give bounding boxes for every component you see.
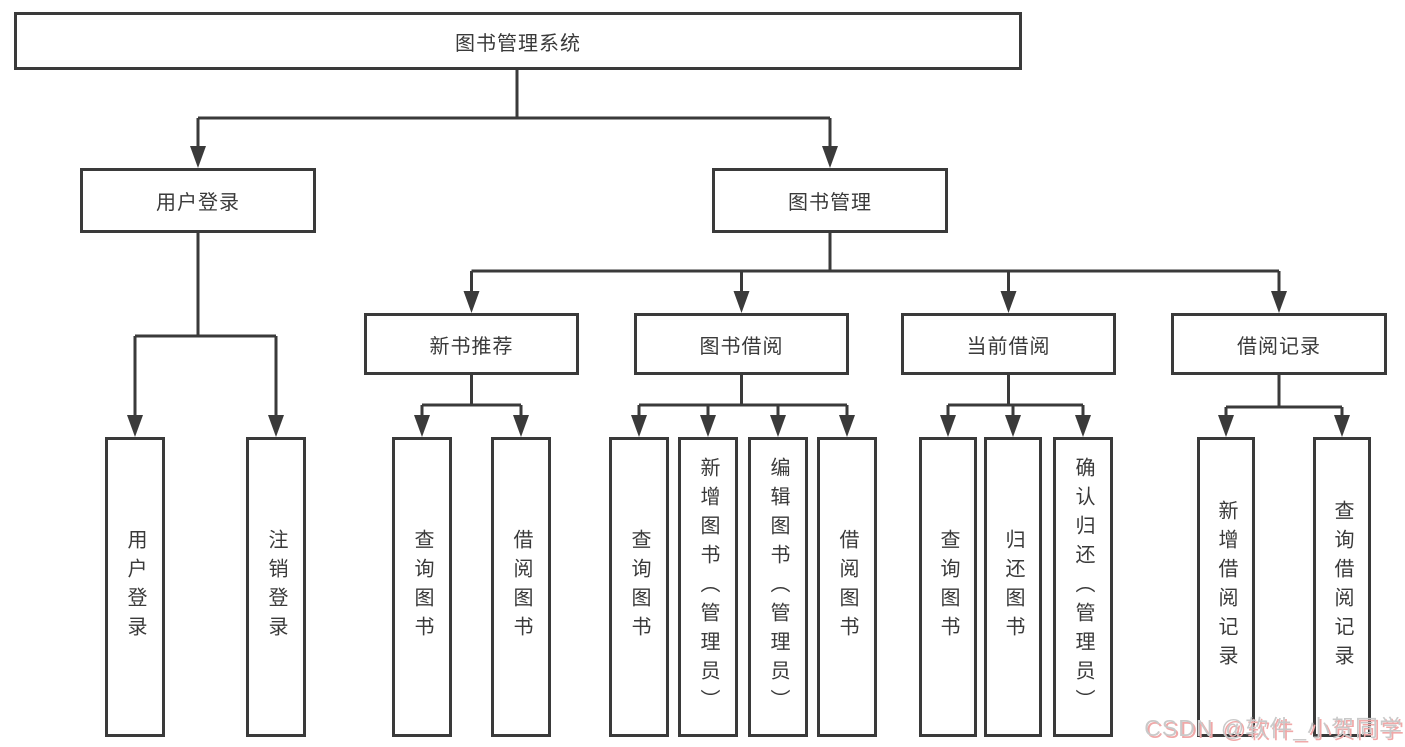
node-borrow-books-action: 借阅图书 [817,437,877,737]
node-label: 新增借阅记录 [1215,500,1237,674]
node-label: 借阅图书 [510,529,532,645]
arrowhead [631,415,647,437]
node-logout-action: 注销登录 [246,437,306,737]
connector-records-to-leaves [1224,375,1344,421]
arrowhead [700,415,716,437]
arrowhead [839,415,855,437]
node-new-book-recommendation: 新书推荐 [364,313,579,375]
node-book-borrowing: 图书借阅 [634,313,849,375]
arrowhead [770,415,786,437]
node-query-borrow-record: 查询借阅记录 [1313,437,1371,737]
arrowhead [1334,415,1350,437]
node-borrowing-records: 借阅记录 [1171,313,1387,375]
node-confirm-return-admin: 确认归还（管理员） [1053,437,1113,737]
node-add-borrow-record: 新增借阅记录 [1197,437,1255,737]
node-query-books-current: 查询图书 [919,437,977,737]
arrowhead [1005,415,1021,437]
connector-root-to-level2 [196,70,832,150]
node-label: 归还图书 [1002,529,1024,645]
node-book-management-branch: 图书管理 [712,168,948,233]
node-add-books-admin: 新增图书（管理员） [678,437,738,737]
node-label: 编辑图书（管理员） [767,456,789,718]
arrowhead [127,415,143,437]
connector-book-management-to-level3 [470,233,1281,297]
connector-user-login-to-leaves [133,233,278,421]
node-label: 查询图书 [937,529,959,645]
node-label: 查询借阅记录 [1331,500,1353,674]
node-label: 借阅图书 [836,529,858,645]
node-query-books-recommend: 查询图书 [392,437,452,737]
arrowhead [1000,291,1017,313]
arrowhead [463,291,480,313]
node-label: 新增图书（管理员） [697,456,719,718]
node-borrow-books-recommend: 借阅图书 [491,437,551,737]
node-label: 确认归还（管理员） [1072,456,1094,718]
node-current-borrowing: 当前借阅 [901,313,1116,375]
arrowhead [1075,415,1091,437]
arrowhead [1271,291,1287,313]
arrowhead [822,146,838,168]
node-label: 查询图书 [628,529,650,645]
arrowhead [190,146,206,168]
node-label: 查询图书 [411,529,433,645]
node-label: 注销登录 [265,529,287,645]
node-library-management-system: 图书管理系统 [14,12,1022,70]
arrowhead [414,415,430,437]
arrowhead [733,291,750,313]
arrowhead [268,415,284,437]
node-user-login-action: 用户登录 [105,437,165,737]
node-label: 用户登录 [124,529,146,645]
arrowhead [513,415,529,437]
node-user-login-branch: 用户登录 [80,168,316,233]
node-edit-books-admin: 编辑图书（管理员） [748,437,808,737]
arrowhead [940,415,956,437]
arrowhead [1218,415,1234,437]
node-query-books-borrowing: 查询图书 [609,437,669,737]
node-return-books: 归还图书 [984,437,1042,737]
connector-recommend-to-leaves [420,375,523,421]
connector-current-to-leaves [946,375,1085,421]
connector-borrowing-to-leaves [637,375,849,421]
